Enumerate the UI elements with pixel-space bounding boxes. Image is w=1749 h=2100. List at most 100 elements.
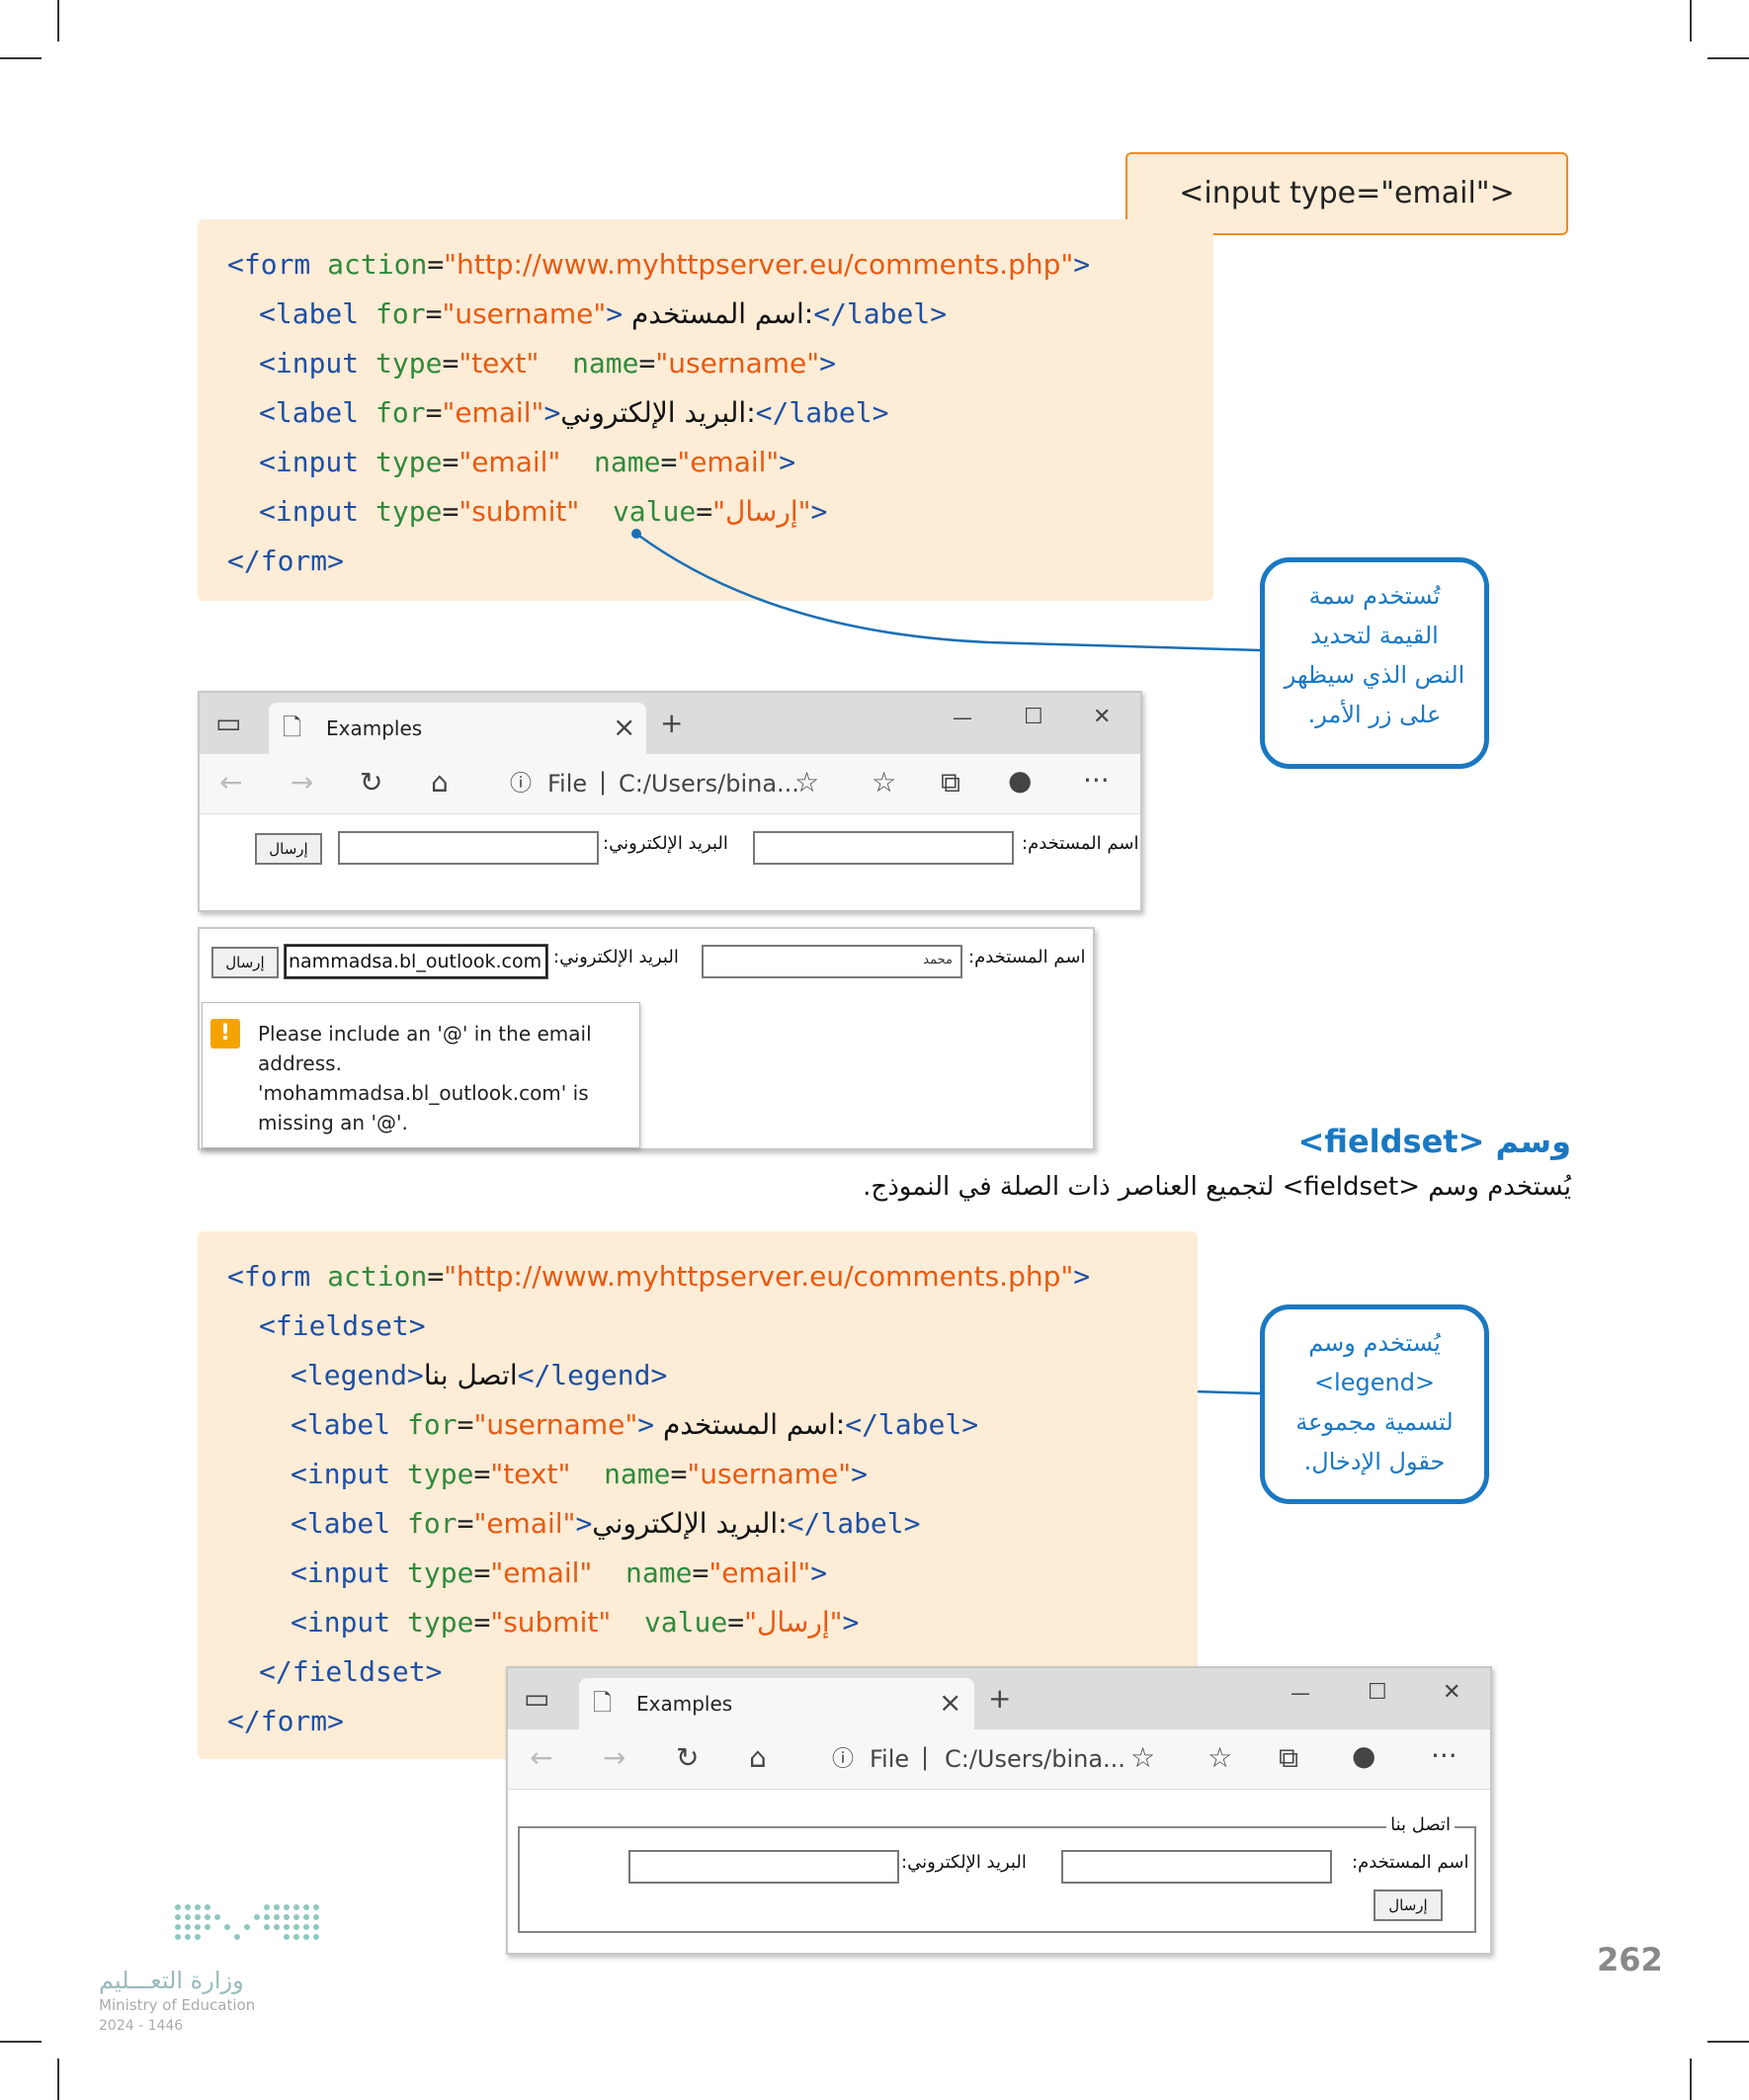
url-text[interactable]: C:/Users/bina... [619,770,799,798]
add-favorite-icon[interactable]: ☆ [794,766,820,798]
refresh-icon[interactable]: ↻ [676,1741,700,1774]
file-label: File [547,770,588,798]
username-label: اسم المستخدم: [1022,833,1139,854]
maximize-icon[interactable]: ☐ [1368,1680,1387,1705]
callout1-line-4: على زر الأمر. [1307,701,1442,728]
minimize-icon[interactable]: — [953,706,972,729]
refresh-icon[interactable]: ↻ [360,766,383,798]
callout-value-attribute: تُستخدم سمة القيمة لتحديد النص الذي سيظه… [1260,557,1489,769]
code2-line-4: <label for="username"> اسم المستخدم:</la… [291,1408,979,1441]
home-icon[interactable]: ⌂ [749,1741,767,1774]
browser-window-2: اسم المستخدم: محمد البريد الإلكتروني: na… [198,927,1095,1150]
code1-line-2: <label for="username"> اسم المستخدم:</la… [259,297,948,330]
section-text: يُستخدم وسم <fieldset> لتجميع العناصر ذا… [863,1172,1571,1202]
username-input[interactable] [753,831,1014,865]
callout1-line-1: تُستخدم سمة [1308,582,1441,610]
collections-icon[interactable]: ⧉ [1279,1741,1298,1774]
code2-line-5: <input type="text" name="username"> [291,1458,868,1490]
code2-line-7: <input type="email" name="email"> [291,1556,828,1589]
warning-icon: ! [210,1019,240,1049]
username-label: اسم المستخدم: [968,947,1086,967]
title-bar: ▭ 🗋 Examples × + — ☐ ✕ [200,693,1140,754]
callout1-line-2: القيمة لتحديد [1310,622,1439,649]
tab-actions-icon[interactable]: ▭ [215,707,242,739]
fieldset-legend: اتصل بنا [1386,1814,1455,1835]
more-icon[interactable]: ··· [1431,1739,1458,1772]
email-input[interactable]: nammadsa.bl_outlook.com [284,944,548,979]
close-window-icon[interactable]: ✕ [1093,705,1112,729]
tab-title: Examples [636,1692,733,1716]
back-icon[interactable]: ← [219,766,243,798]
code1-line-1: <form action="http://www.myhttpserver.eu… [227,248,1091,281]
browser-window-1: ▭ 🗋 Examples × + — ☐ ✕ ← → ↻ ⌂ ⓘ File | … [198,691,1142,912]
forward-icon[interactable]: → [291,766,314,798]
code2-line-3: <legend>اتصل بنا</legend> [291,1359,668,1391]
new-tab-icon[interactable]: + [988,1682,1012,1715]
favorites-icon[interactable]: ☆ [1208,1741,1233,1774]
tooltip-line-2: address. [258,1051,342,1075]
connector-1-line [635,532,1262,652]
callout2-line-1: يُستخدم وسم [1308,1329,1441,1357]
back-icon[interactable]: ← [530,1741,553,1774]
callout2-line-3: لتسمية مجموعة [1295,1408,1454,1436]
tab-actions-icon[interactable]: ▭ [524,1682,550,1715]
page-number: 262 [1597,1941,1663,1978]
tab-close-icon[interactable]: × [939,1686,962,1719]
profile-icon[interactable]: ● [1352,1739,1376,1772]
browser-tab[interactable]: 🗋 Examples × [579,1678,974,1729]
url-separator: | [921,1743,930,1771]
more-icon[interactable]: ··· [1083,764,1110,797]
submit-button[interactable]: إرسال [255,833,322,865]
ministry-logo: وزارة التعـــليم Ministry of Education 2… [99,1897,326,2036]
email-value: nammadsa.bl_outlook.com [289,951,542,972]
username-value: محمد [923,953,953,967]
submit-button[interactable]: إرسال [1374,1890,1443,1921]
file-label: File [870,1745,910,1773]
email-input[interactable] [338,831,599,865]
fieldset-box: اتصل بنا اسم المستخدم: البريد الإلكتروني… [518,1814,1476,1933]
favorites-icon[interactable]: ☆ [872,766,897,798]
add-favorite-icon[interactable]: ☆ [1130,1741,1156,1774]
callout2-line-4: حقول الإدخال. [1303,1448,1446,1475]
callout1-line-3: النص الذي سيظهر [1284,661,1465,689]
browser-tab[interactable]: 🗋 Examples × [269,703,646,754]
code2-line-6: <label for="email">البريد الإلكتروني:</l… [291,1507,921,1540]
username-input[interactable]: محمد [702,945,962,978]
ministry-year: 2024 - 1446 [99,2018,184,2034]
code1-line-3: <input type="text" name="username"> [259,347,836,379]
profile-icon[interactable]: ● [1008,764,1033,797]
code2-line-10: </form> [227,1705,345,1737]
email-label: البريد الإلكتروني: [901,1852,1027,1873]
browser-window-3: ▭ 🗋 Examples × + — ☐ ✕ ← → ↻ ⌂ ⓘ File | … [506,1666,1492,1955]
callout2-line-2: <legend> [1313,1369,1436,1396]
email-input[interactable] [628,1850,899,1884]
validation-tooltip: ! Please include an '@' in the email add… [202,1002,640,1148]
url-text[interactable]: C:/Users/bina... [945,1745,1125,1773]
input-email-label: <input type="email"> [1179,176,1515,210]
code2-line-1: <form action="http://www.myhttpserver.eu… [227,1260,1091,1293]
username-input[interactable] [1061,1850,1332,1884]
new-tab-icon[interactable]: + [660,707,684,739]
tab-close-icon[interactable]: × [613,711,636,743]
close-window-icon[interactable]: ✕ [1443,1680,1461,1705]
minimize-icon[interactable]: — [1291,1681,1310,1705]
forward-icon[interactable]: → [603,1741,626,1774]
code1-line-6: <input type="submit" value="إرسال"> [259,495,828,528]
section-heading: وسم <fieldset> [1297,1123,1571,1160]
home-icon[interactable]: ⌂ [431,766,449,798]
info-icon: ⓘ [510,772,533,797]
tooltip-line-1: Please include an '@' in the email [258,1022,592,1046]
submit-button[interactable]: إرسال [211,947,279,978]
url-separator: | [599,768,608,796]
ministry-logo-icon [175,1904,319,1940]
code2-line-9: </fieldset> [259,1655,443,1688]
title-bar: ▭ 🗋 Examples × + — ☐ ✕ [508,1668,1490,1729]
tooltip-line-3: 'mohammadsa.bl_outlook.com' is [258,1081,589,1105]
info-icon: ⓘ [832,1747,855,1772]
page-icon: 🗋 [283,714,302,741]
page-icon: 🗋 [593,1689,613,1717]
collections-icon[interactable]: ⧉ [941,766,960,798]
maximize-icon[interactable]: ☐ [1024,705,1043,729]
code1-line-5: <input type="email" name="email"> [259,446,796,478]
callout-legend-tag: يُستخدم وسم <legend> لتسمية مجموعة حقول … [1260,1304,1489,1504]
